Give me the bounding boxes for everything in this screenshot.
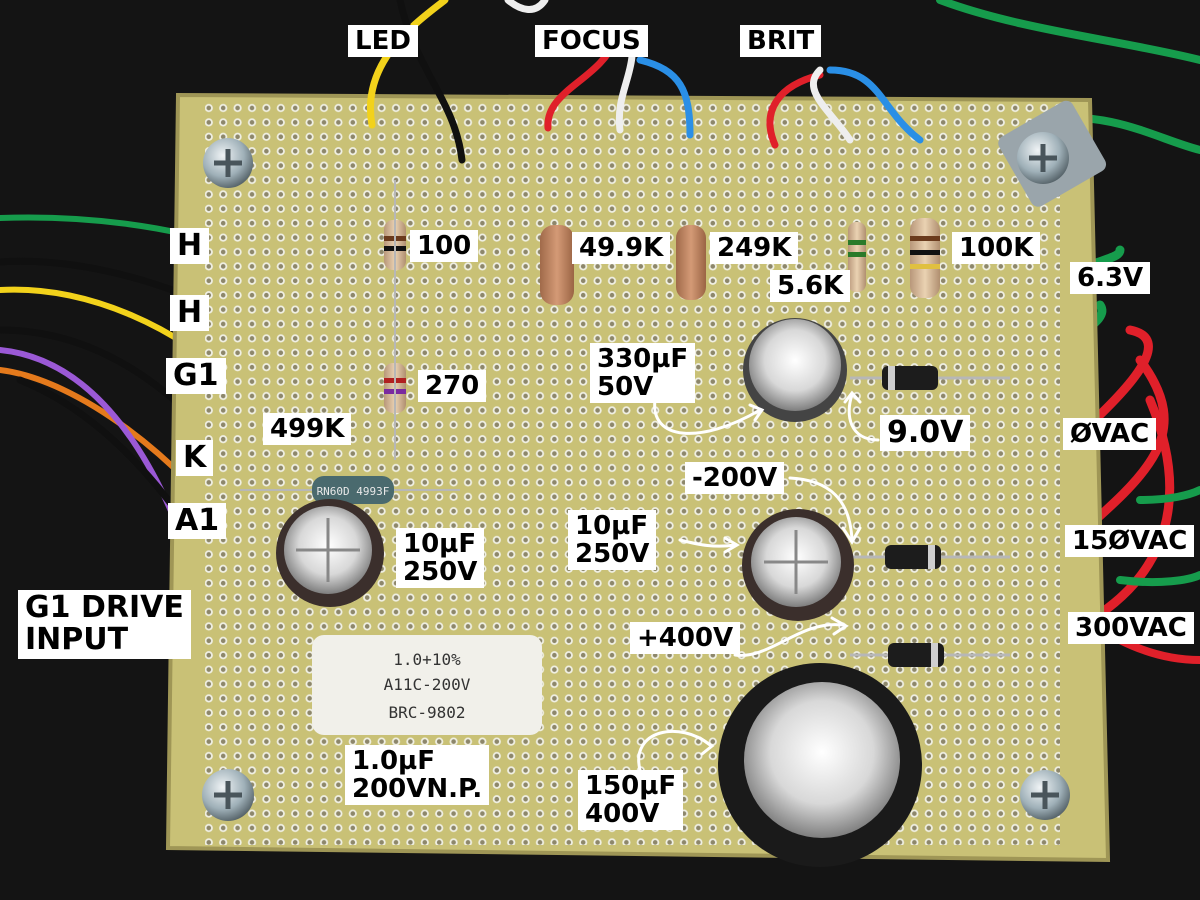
svg-text:1.0+10%: 1.0+10% [393,650,461,669]
label-r499k: 499K [263,413,352,446]
label-k: K [176,440,214,477]
label-10uf-250v-right: 10µF 250V [568,510,657,571]
annotation-arrows [637,390,880,772]
label-r100k: 100K [952,232,1041,265]
label-r249k: 249K [710,232,799,265]
label-300vac: 300VAC [1068,612,1194,645]
diodes [850,366,1010,667]
label-g1: G1 [166,358,226,395]
label-r100: 100 [410,230,479,263]
label-h2: H [170,295,210,332]
svg-text:BRC-9802: BRC-9802 [388,703,465,722]
mounting-screws [202,100,1107,821]
label-150uf-400v: 150µF 400V [578,770,684,831]
label-0vac: ØVAC [1063,418,1157,451]
label-minus-200v: -200V [685,462,785,495]
capacitors: 1.0+10% A11C-200V BRC-9802 [276,318,922,867]
label-led: LED [348,25,418,58]
label-r5-6k: 5.6K [770,270,851,303]
label-h1: H [170,228,210,265]
resistor-marking: RN60D 4993F [317,485,390,498]
label-r270: 270 [418,370,487,403]
label-330uf-50v: 330µF 50V [590,343,696,404]
label-1uf-200v-np: 1.0µF 200VN.P. [345,745,490,806]
label-g1-drive-input: G1 DRIVE INPUT [18,590,191,659]
svg-text:A11C-200V: A11C-200V [384,675,471,694]
label-10uf-250v-left: 10µF 250V [396,528,485,589]
label-a1: A1 [168,503,227,540]
label-focus: FOCUS [535,25,648,58]
label-r49-9k: 49.9K [572,232,671,265]
label-plus-400v: +400V [630,622,741,655]
perfboard [165,92,1111,863]
label-9-0v: 9.0V [880,415,971,452]
label-brit: BRIT [740,25,822,58]
label-150vac: 15ØVAC [1065,525,1195,558]
film-capacitor [312,635,542,735]
label-6-3v: 6.3V [1070,262,1151,295]
resistors: RN60D 4993F [240,180,940,504]
